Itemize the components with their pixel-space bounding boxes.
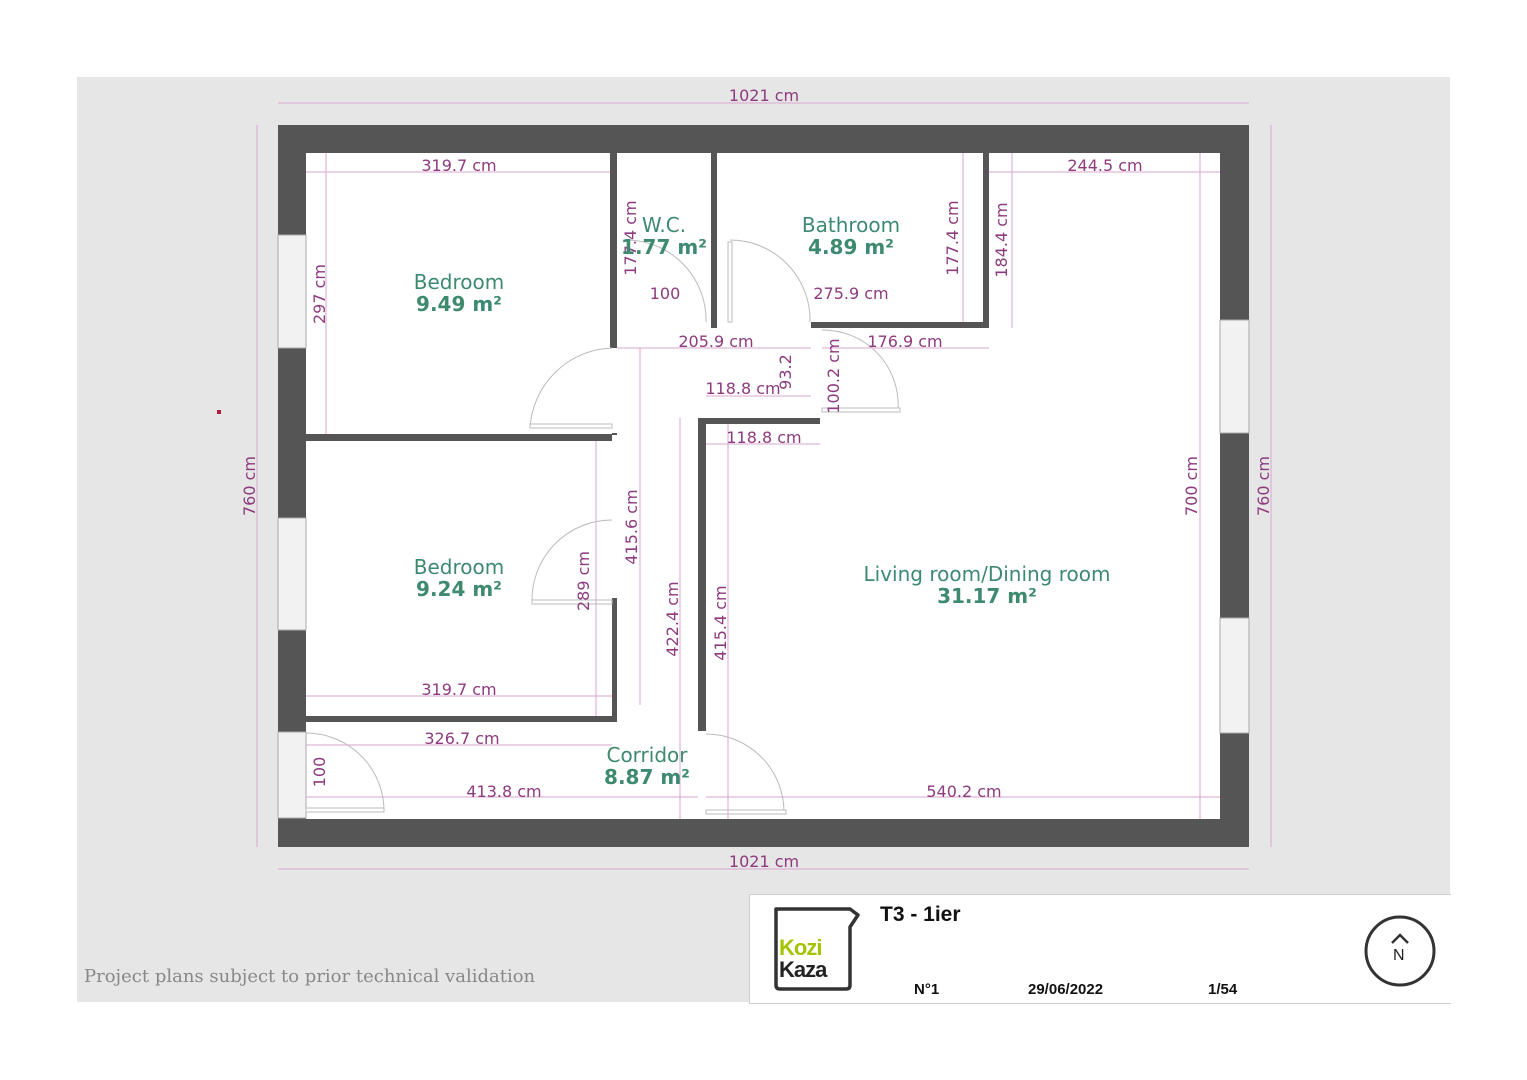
interior-floor (306, 153, 1220, 819)
dim-corridor-height-b: 422.4 cm (663, 581, 682, 656)
wall-bath-right (983, 153, 989, 328)
dim-stub-height-b: 100.2 cm (824, 338, 843, 413)
room-name-bathroom: Bathroom (802, 213, 900, 237)
room-name-living: Living room/Dining room (864, 562, 1111, 586)
plan-number: N°1 (914, 981, 940, 998)
dim-bath-height-b: 184.4 cm (992, 202, 1011, 277)
door-leaf (531, 599, 613, 605)
dim-right-segment: 176.9 cm (867, 332, 942, 351)
dim-corridor-height-a: 415.6 cm (622, 489, 641, 564)
dim-wc-door: 100 (650, 284, 681, 303)
room-area-bathroom: 4.89 m² (808, 235, 894, 259)
door-swing (705, 733, 785, 813)
window (1219, 617, 1250, 734)
room-area-corridor: 8.87 m² (604, 765, 690, 789)
dim-bedroom2-width: 319.7 cm (421, 680, 496, 699)
door-leaf (305, 807, 385, 813)
dim-bath-width: 275.9 cm (813, 284, 888, 303)
plan-date: 29/06/2022 (1028, 981, 1104, 998)
dim-stub-width-a: 118.8 cm (705, 379, 780, 398)
kozikaza-logo (774, 907, 860, 991)
wall-bedroom1-right (610, 153, 617, 348)
door-leaf (821, 407, 901, 413)
window (277, 517, 307, 631)
dim-living-left-height: 415.4 cm (711, 585, 730, 660)
wall-stub (612, 433, 617, 435)
interior-walls (306, 153, 989, 731)
dim-living-height: 700 cm (1182, 456, 1201, 516)
marker-dot (217, 410, 221, 414)
wall-bedroom-split (306, 434, 612, 441)
dim-corridor-bottom-width: 326.7 cm (424, 729, 499, 748)
room-name-bedroom1: Bedroom (414, 270, 504, 294)
doors (305, 239, 901, 815)
wall-bath-bottom (811, 322, 989, 328)
wall-bedroom2-bottom (306, 716, 617, 722)
dim-wc-height: 177.4 cm (621, 200, 640, 275)
dim-bedroom2-height: 289 cm (574, 551, 593, 611)
dim-left-overall: 760 cm (240, 456, 259, 516)
north-arrow-icon (1364, 915, 1436, 987)
dim-stub-width-b: 118.8 cm (726, 428, 801, 447)
dim-right-overall: 760 cm (1254, 456, 1273, 516)
room-name-wc: W.C. (642, 213, 686, 237)
room-area-wc: 1.77 m² (621, 235, 707, 259)
dim-bottom-left-width: 413.8 cm (466, 782, 541, 801)
disclaimer-text: Project plans subject to prior technical… (84, 966, 536, 987)
north-label: N (1393, 947, 1405, 964)
dim-entry-door: 100 (310, 757, 329, 788)
logo-line2: Kaza (779, 957, 827, 982)
room-area-living: 31.17 m² (937, 584, 1037, 608)
dim-top-overall: 1021 cm (729, 86, 799, 105)
door-swing (529, 347, 613, 429)
door-swing (625, 239, 707, 323)
dim-bottom-right-width: 540.2 cm (926, 782, 1001, 801)
room-area-bedroom2: 9.24 m² (416, 577, 502, 601)
door-leaf (529, 423, 613, 429)
windows (277, 234, 1250, 819)
logo-line1: Kozi (779, 935, 822, 960)
dim-living-top-width: 244.5 cm (1067, 156, 1142, 175)
door-leaf (727, 241, 733, 323)
wall-living-left (698, 418, 706, 731)
door-swing (729, 239, 811, 323)
entrance-opening (277, 731, 307, 819)
window (277, 234, 307, 349)
wall-wc-bath (711, 153, 717, 328)
title-block: Kozi Kaza T3 - 1ier N°1 29/06/2022 1/54 … (749, 894, 1451, 1004)
dim-bath-height-a: 177.4 cm (943, 200, 962, 275)
dim-bottom-overall: 1021 cm (729, 852, 799, 871)
dim-stub-height: 93.2 (776, 354, 795, 390)
dim-bedroom1-height: 297 cm (310, 264, 329, 324)
plan-title: T3 - 1ier (880, 903, 961, 926)
dim-corridor-top-width: 205.9 cm (678, 332, 753, 351)
plan-page: 1/54 (1208, 981, 1238, 998)
door-leaf (705, 809, 787, 815)
wall-living-top (698, 418, 820, 424)
door-swing (305, 732, 385, 812)
room-area-bedroom1: 9.49 m² (416, 292, 502, 316)
window (1219, 319, 1250, 434)
dim-bedroom1-width: 319.7 cm (421, 156, 496, 175)
room-name-corridor: Corridor (606, 743, 688, 767)
wall-bedroom2-right (612, 598, 617, 720)
dimension-lines (256, 102, 1272, 870)
room-name-bedroom2: Bedroom (414, 555, 504, 579)
door-swing (821, 329, 899, 411)
